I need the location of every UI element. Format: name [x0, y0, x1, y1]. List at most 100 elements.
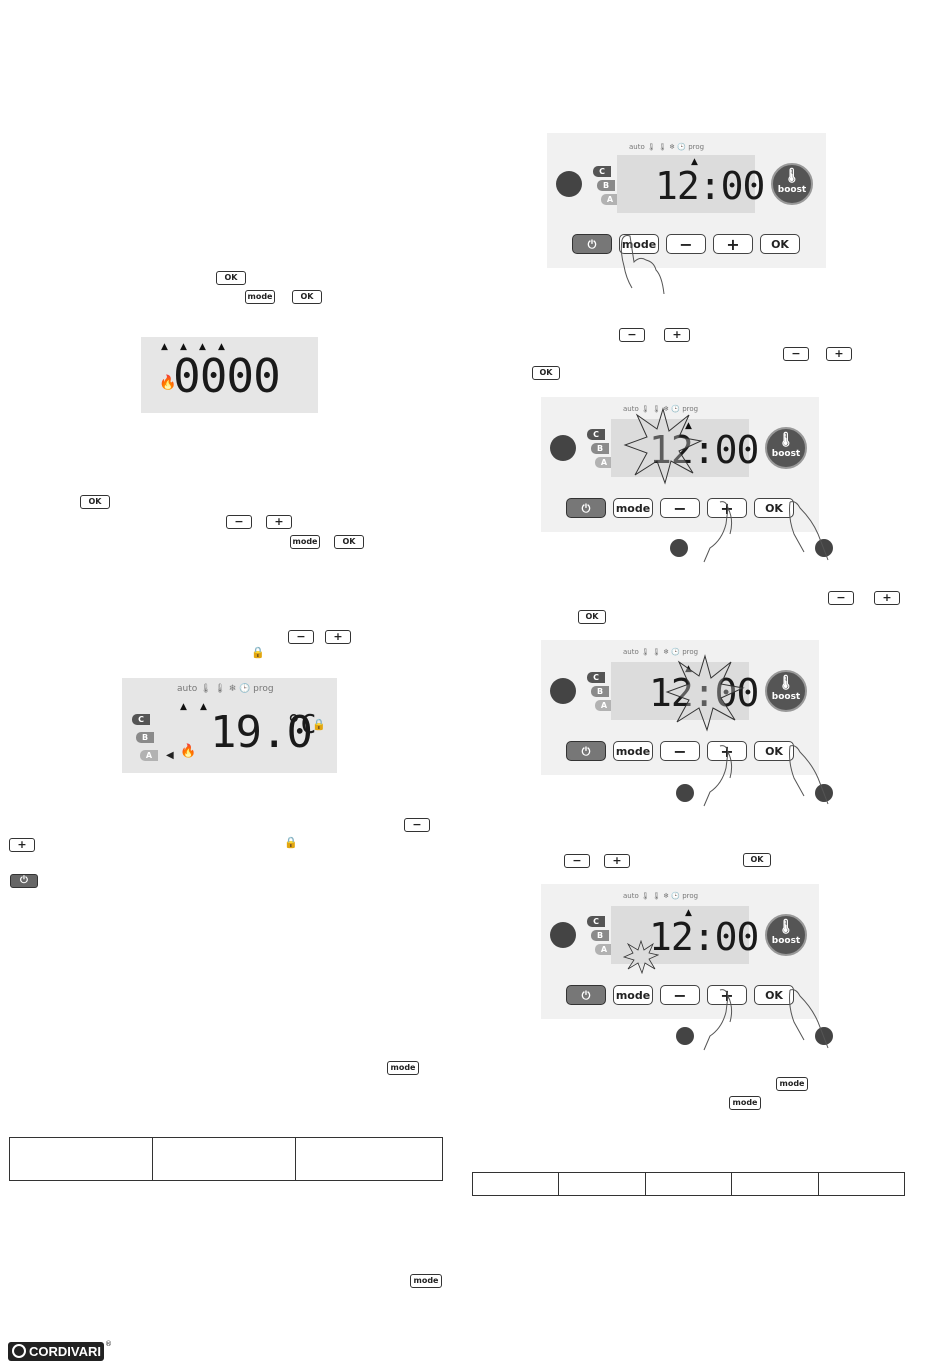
table-cell [731, 1172, 819, 1196]
plus-key-icon: + [826, 347, 852, 361]
mode-icons-row: auto 🌡 🌡 ❄ 🕒 prog [623, 405, 699, 413]
indicator-triangle-icon: ▲ [161, 342, 168, 352]
plus-key-icon: + [325, 630, 351, 644]
indicator-triangle-icon: ▲ [180, 342, 187, 352]
level-b-badge: B [597, 180, 615, 191]
table-right [471, 1172, 906, 1196]
minus-button[interactable]: − [660, 741, 700, 761]
minus-key-icon: − [404, 818, 430, 832]
level-b-badge: B [591, 686, 609, 697]
logo-mark-icon [12, 1344, 26, 1358]
indicator-triangle-icon: ▲ [199, 342, 206, 352]
indicator-triangle-icon: ▲ [685, 421, 692, 431]
table-row [9, 1137, 444, 1181]
selector-arrow-icon: ◀ [166, 750, 174, 761]
ok-button[interactable]: OK [760, 234, 800, 254]
level-a-badge: A [140, 750, 158, 761]
step-marker [815, 539, 833, 557]
power-button[interactable]: ⏻ [566, 985, 606, 1005]
ok-button[interactable]: OK [754, 741, 794, 761]
mode-icons-row: auto 🌡 🌡 ❄ 🕒 prog [623, 892, 699, 900]
level-b-badge: B [591, 443, 609, 454]
flame-icon: 🔥 [180, 744, 197, 759]
boost-thermometer-icon: 🌡 [777, 675, 795, 691]
level-a-badge: A [595, 944, 613, 955]
lcd-digits: 0000 [173, 349, 281, 403]
logo-text: CORDIVARI [29, 1344, 101, 1359]
minus-key-icon: − [828, 591, 854, 605]
mode-button[interactable]: mode [613, 741, 653, 761]
table-left [9, 1137, 444, 1181]
plus-key-icon: + [664, 328, 690, 342]
boost-button[interactable]: 🌡boost [771, 163, 813, 205]
level-a-badge: A [595, 457, 613, 468]
ok-key-icon: OK [216, 271, 246, 285]
pressing-hand-icon [620, 235, 665, 295]
power-button[interactable]: ⏻ [566, 498, 606, 518]
mode-key-icon: mode [290, 535, 320, 549]
table-cell [817, 1172, 906, 1196]
control-panel-4: auto 🌡 🌡 ❄ 🕒 prog C B A ▲ 12:00 🌡boost ⏻… [541, 884, 819, 1019]
power-key-icon: ⏻ [10, 874, 38, 888]
power-button[interactable]: ⏻ [572, 234, 612, 254]
table-cell [9, 1137, 153, 1181]
step-marker [550, 678, 576, 704]
pressing-hand-icon [789, 745, 829, 805]
minus-button[interactable]: − [660, 985, 700, 1005]
table-cell [644, 1172, 733, 1196]
plus-button[interactable]: + [713, 234, 753, 254]
ok-key-icon: OK [334, 535, 364, 549]
indicator-triangle-icon: ▲ [685, 908, 692, 918]
step-marker [815, 1027, 833, 1045]
mode-icons-row: auto 🌡 🌡 ❄ 🕒 prog [177, 684, 274, 694]
pressing-hand-icon [703, 501, 733, 563]
mode-key-icon: mode [410, 1274, 442, 1288]
boost-thermometer-icon: 🌡 [783, 168, 801, 184]
mode-key-icon: mode [245, 290, 275, 304]
panel-lcd: ▲ 12:00 [617, 155, 765, 213]
boost-label: boost [771, 692, 801, 702]
ok-key-icon: OK [80, 495, 110, 509]
boost-button[interactable]: 🌡boost [765, 670, 807, 712]
flame-icon: 🔥 [159, 375, 177, 391]
pressing-hand-icon [789, 989, 829, 1049]
ok-button[interactable]: OK [754, 985, 794, 1005]
table-cell [558, 1172, 646, 1196]
power-button[interactable]: ⏻ [566, 741, 606, 761]
indicator-triangle-icon: ▲ [180, 702, 187, 712]
level-c-badge: C [593, 166, 611, 177]
level-b-badge: B [591, 930, 609, 941]
boost-button[interactable]: 🌡boost [765, 427, 807, 469]
table-cell [294, 1137, 444, 1181]
cordivari-logo: CORDIVARI [8, 1342, 104, 1361]
mode-button[interactable]: mode [613, 985, 653, 1005]
mode-icons-row: auto 🌡 🌡 ❄ 🕒 prog [623, 648, 699, 656]
minus-key-icon: − [619, 328, 645, 342]
boost-thermometer-icon: 🌡 [777, 432, 795, 448]
flash-burst-icon [623, 407, 703, 485]
pressing-hand-icon [789, 501, 829, 561]
minus-button[interactable]: − [660, 498, 700, 518]
mode-button[interactable]: mode [613, 498, 653, 518]
temperature-unit: °C [286, 710, 316, 740]
table-cell [151, 1137, 296, 1181]
mode-icons-row: auto 🌡 🌡 ❄ 🕒 prog [629, 143, 705, 151]
step-marker [676, 1027, 694, 1045]
flash-burst-icon [665, 654, 745, 732]
pressing-hand-icon [703, 745, 733, 807]
ok-key-icon: OK [743, 853, 771, 867]
minus-button[interactable]: − [666, 234, 706, 254]
control-panel-1: auto 🌡 🌡 ❄ 🕒 prog C B A ▲ 12:00 🌡boost ⏻… [547, 133, 826, 268]
time-display: 12:00 [649, 672, 759, 714]
level-c-badge: C [587, 672, 605, 683]
boost-thermometer-icon: 🌡 [777, 919, 795, 935]
indicator-triangle-icon: ▲ [200, 702, 207, 712]
time-display: 12:00 [655, 164, 765, 208]
lock-icon: 🔒 [251, 646, 265, 659]
boost-label: boost [771, 449, 801, 459]
ok-button[interactable]: OK [754, 498, 794, 518]
temperature-value: 19.0 [210, 707, 313, 758]
boost-button[interactable]: 🌡boost [765, 914, 807, 956]
plus-button[interactable]: + [707, 741, 747, 761]
level-a-badge: A [601, 194, 619, 205]
